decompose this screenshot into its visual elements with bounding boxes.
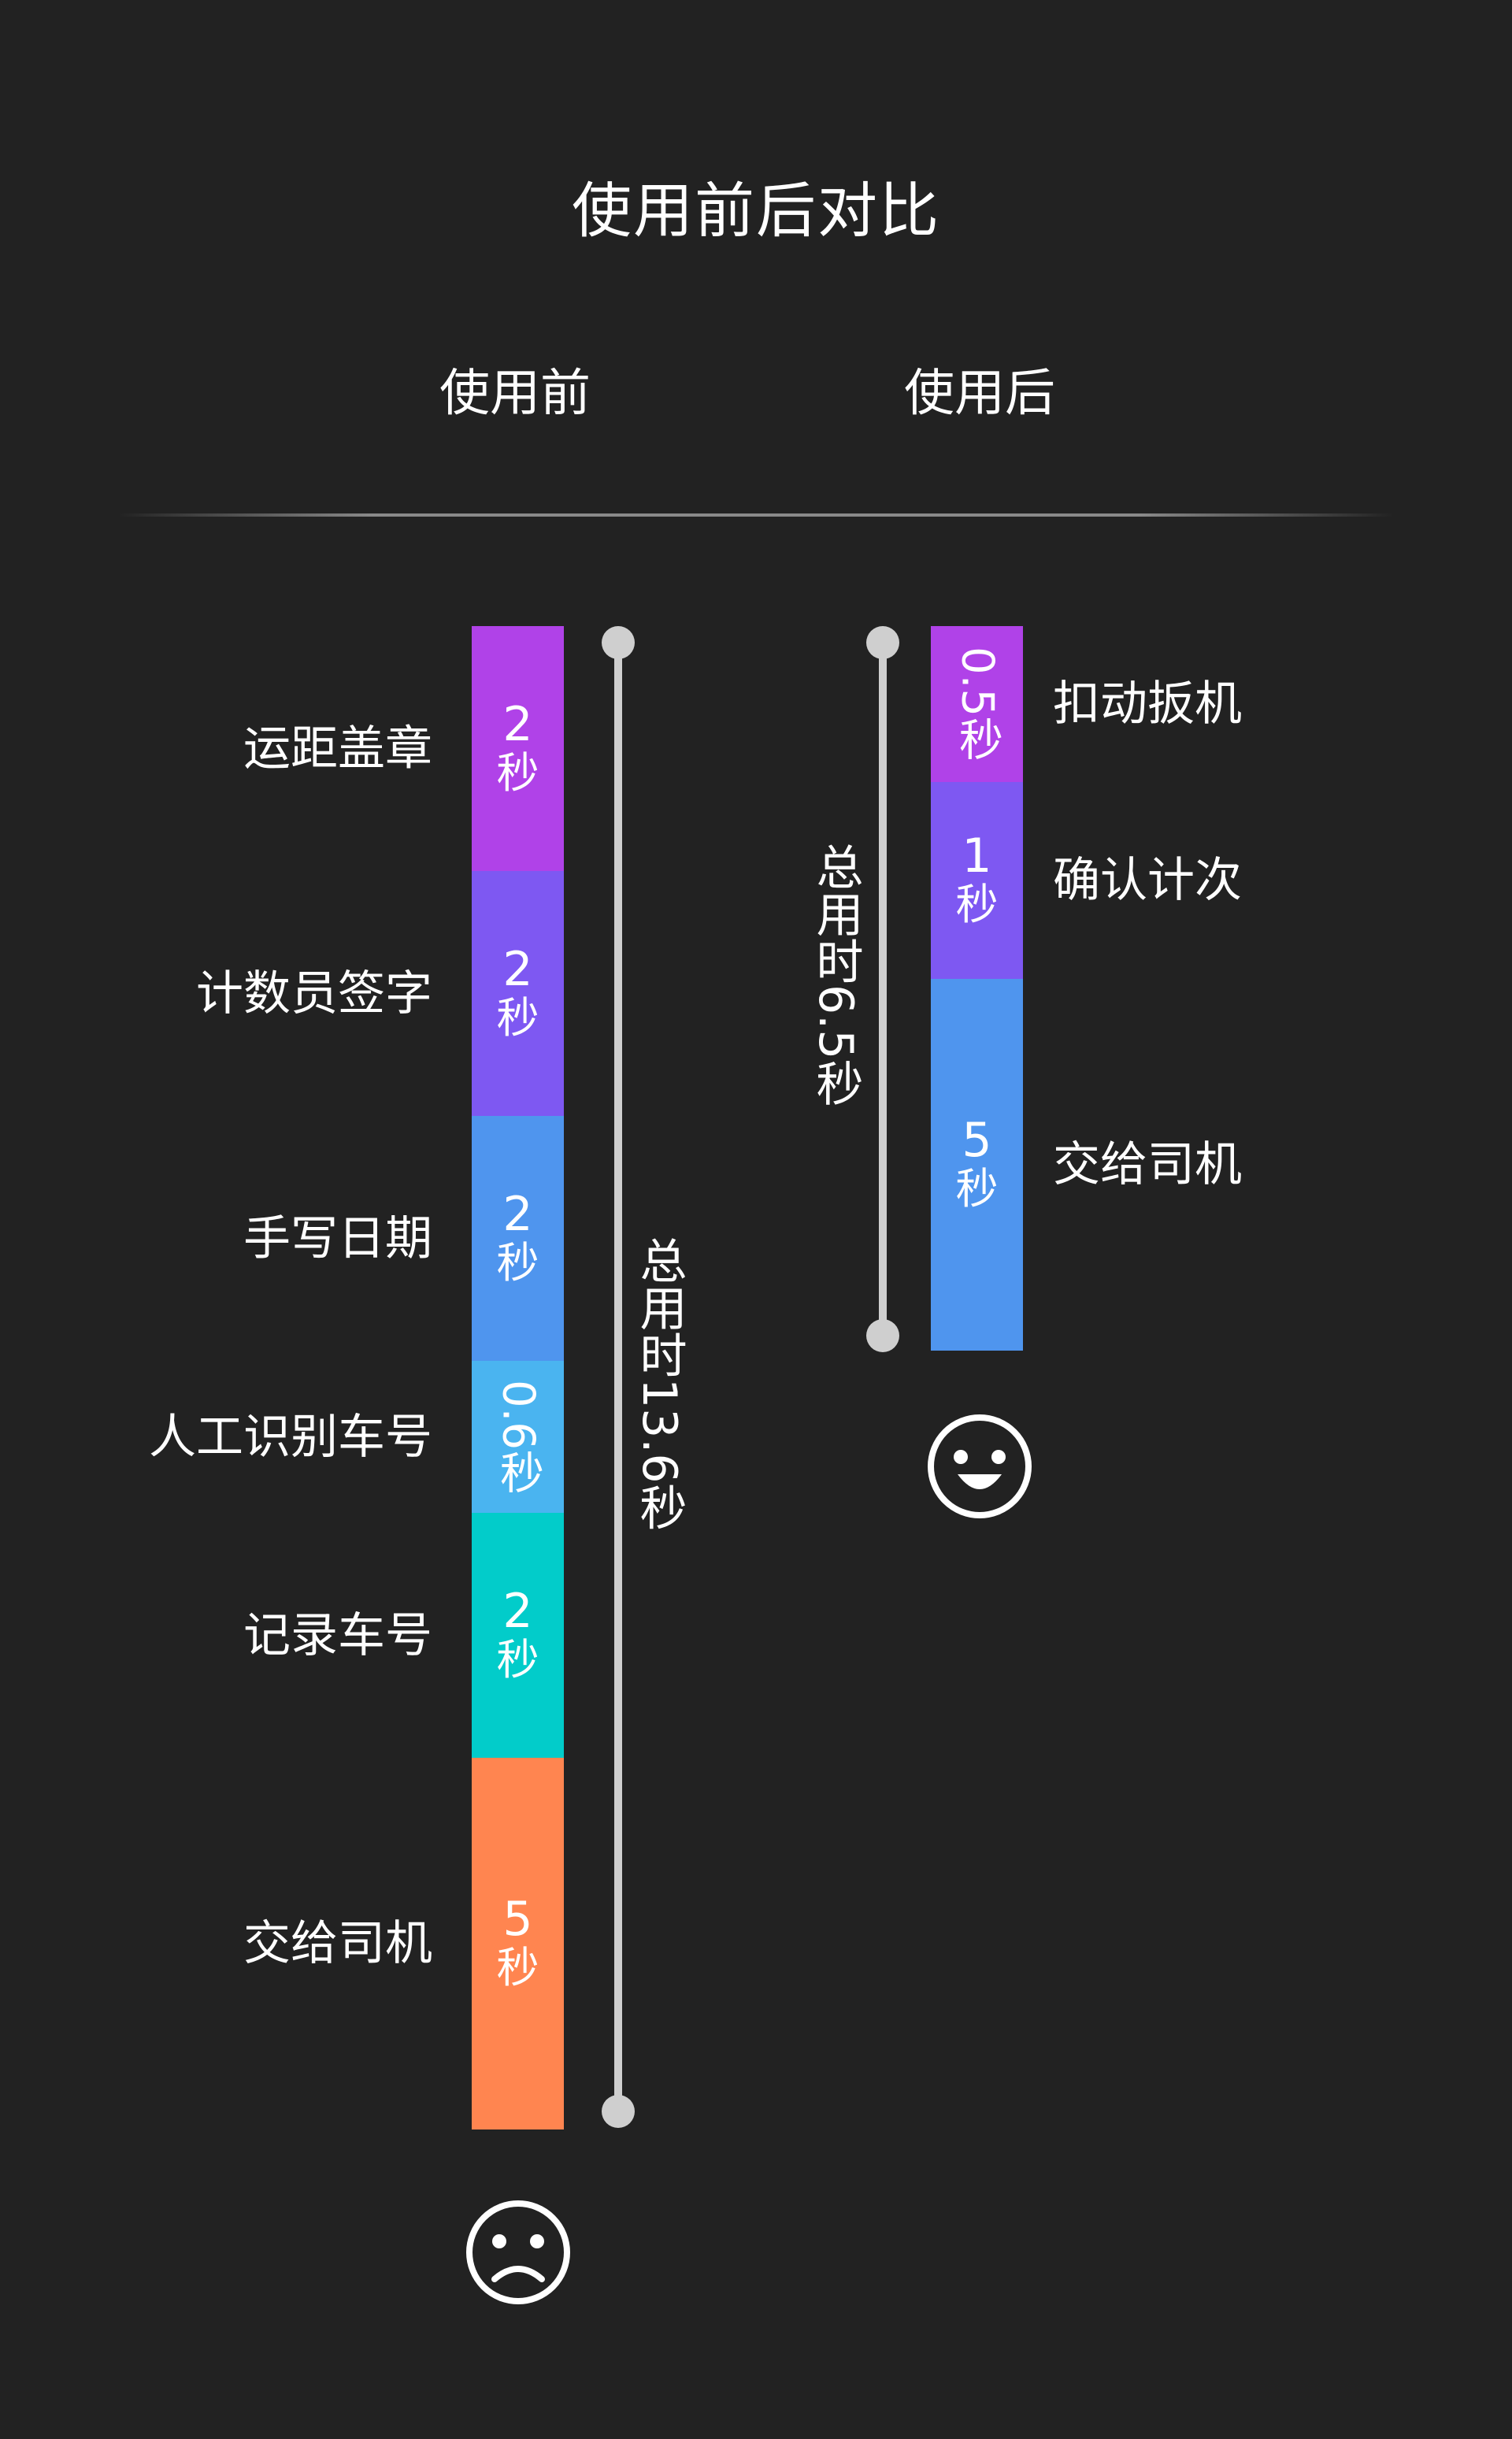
happy-face-icon bbox=[928, 1414, 1032, 1518]
after-segment-1: 0.5秒 bbox=[931, 626, 1023, 782]
page-title: 使用前后对比 bbox=[572, 176, 940, 246]
before-segment-unit: 秒 bbox=[496, 1943, 539, 1992]
before-rail-end-dot bbox=[602, 2095, 635, 2128]
before-step-label: 运距盖章 bbox=[243, 721, 432, 777]
after-total-label: 总用时6.5秒 bbox=[808, 843, 863, 1107]
before-step-label: 记录车号 bbox=[243, 1607, 432, 1663]
before-segment-duration: 2 bbox=[502, 941, 533, 997]
before-segment-duration: 2 bbox=[502, 696, 533, 752]
after-segment-duration: 0.5秒 bbox=[951, 647, 1003, 762]
before-segment-unit: 秒 bbox=[496, 1237, 539, 1288]
after-segment-duration: 1 bbox=[962, 828, 992, 884]
after-segment-unit: 秒 bbox=[955, 1164, 999, 1214]
after-rail-start-dot bbox=[866, 626, 899, 659]
sad-face-icon bbox=[466, 2200, 570, 2304]
before-segment-duration: 5 bbox=[502, 1892, 533, 1947]
before-rail-start-dot bbox=[602, 626, 635, 659]
before-segment-duration: 2 bbox=[502, 1583, 533, 1639]
before-total-rail bbox=[614, 642, 622, 2111]
after-heading: 使用后 bbox=[904, 365, 1055, 423]
before-segment-4: 0.6秒 bbox=[472, 1361, 564, 1513]
before-step-label: 人工识别车号 bbox=[149, 1409, 432, 1465]
before-step-label: 手写日期 bbox=[243, 1210, 432, 1266]
before-total-label: 总用时13.6秒 bbox=[632, 1236, 687, 1531]
after-step-label: 确认计次 bbox=[1053, 853, 1242, 908]
header-divider bbox=[118, 513, 1394, 517]
before-step-label: 计数员签字 bbox=[196, 966, 432, 1021]
after-total-rail bbox=[879, 642, 887, 1335]
after-rail-end-dot bbox=[866, 1319, 899, 1352]
before-segment-unit: 秒 bbox=[496, 1634, 539, 1685]
after-segment-unit: 秒 bbox=[955, 880, 999, 929]
before-heading: 使用前 bbox=[439, 365, 591, 423]
before-segment-duration: 2 bbox=[502, 1186, 533, 1242]
before-segment-duration: 0.6秒 bbox=[492, 1379, 544, 1495]
before-segment-unit: 秒 bbox=[496, 992, 539, 1043]
after-step-label: 交给司机 bbox=[1053, 1137, 1242, 1192]
before-step-label: 交给司机 bbox=[243, 1916, 432, 1971]
after-segment-duration: 5 bbox=[962, 1113, 992, 1168]
after-step-label: 扣动扳机 bbox=[1053, 676, 1242, 732]
before-segment-unit: 秒 bbox=[496, 747, 539, 798]
